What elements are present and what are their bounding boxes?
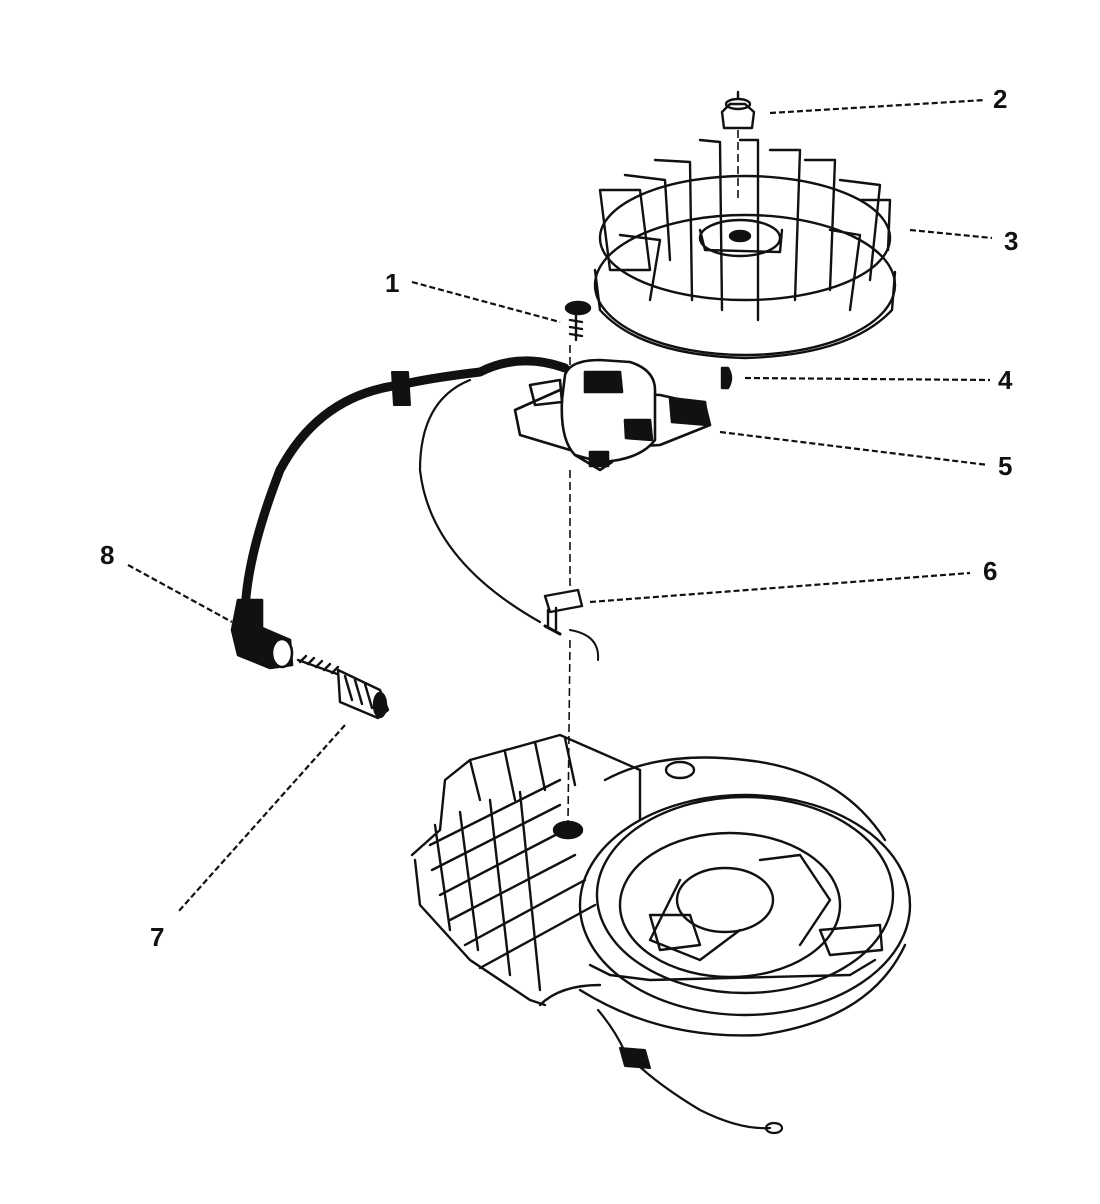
callout-8: 8 — [100, 540, 114, 570]
callout-4: 4 — [998, 365, 1013, 395]
callout-1: 1 — [385, 268, 399, 298]
callout-5: 5 — [998, 451, 1012, 481]
leader-lines — [127, 98, 993, 913]
key-icon — [720, 366, 733, 390]
callout-2: 2 — [993, 84, 1007, 114]
flywheel-icon — [593, 138, 897, 360]
leader-8 — [127, 564, 233, 623]
assembly-axis-lines — [567, 130, 739, 823]
ht-lead-wire — [240, 356, 570, 624]
leader-2 — [769, 98, 986, 115]
engine-crankcase-icon — [410, 733, 912, 1037]
callout-7: 7 — [150, 922, 164, 952]
callout-6: 6 — [983, 556, 997, 586]
clip-icon — [543, 588, 600, 661]
leader-1 — [411, 280, 561, 324]
spark-plug-icon — [296, 654, 390, 720]
spark-plug-boot-icon — [230, 598, 294, 670]
leader-7 — [177, 724, 346, 913]
ground-wire — [596, 1008, 784, 1135]
callout-3: 3 — [1004, 226, 1018, 256]
leader-4 — [744, 376, 991, 382]
nut-icon — [720, 90, 756, 130]
leader-3 — [909, 228, 993, 240]
callout-labels: 1 2 3 4 5 6 7 8 — [100, 84, 1018, 952]
screw-icon — [564, 300, 592, 342]
leader-6 — [589, 571, 971, 604]
ignition-coil-icon — [513, 358, 712, 472]
leader-5 — [719, 430, 989, 467]
